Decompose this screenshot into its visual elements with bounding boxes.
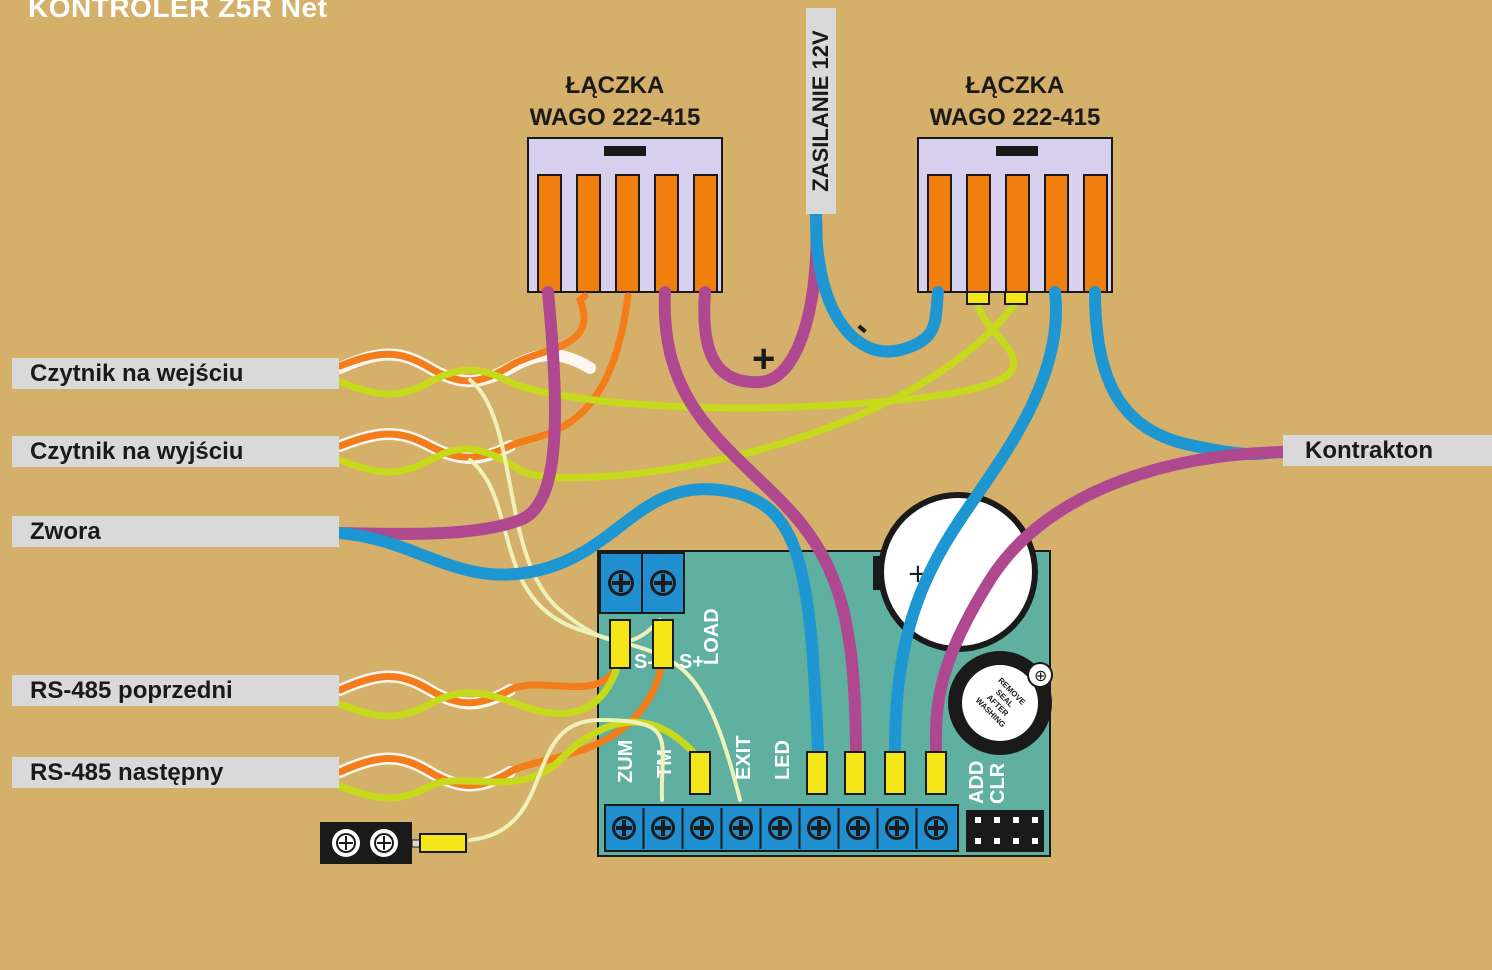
label-led: LED <box>772 740 794 780</box>
screw-icon <box>690 816 714 840</box>
screw-icon <box>650 570 676 596</box>
wago-lever <box>537 174 562 293</box>
wire-ferrule <box>884 751 906 795</box>
wago-connector-left <box>527 137 723 293</box>
wago-lever <box>966 174 991 293</box>
label-tm: TM <box>654 749 676 778</box>
wago-left-label: ŁĄCZKA WAGO 222-415 <box>495 70 735 134</box>
wire-ferrule <box>925 751 947 795</box>
wago-lever <box>693 174 718 293</box>
label-reader-exit: Czytnik na wyjściu <box>12 436 339 467</box>
yellow-pins <box>609 291 1028 795</box>
label-zum: ZUM <box>615 740 637 783</box>
wires <box>334 209 1289 842</box>
label-exit: EXIT <box>733 736 755 780</box>
screw-icon <box>651 816 675 840</box>
screw-icon <box>885 816 909 840</box>
label-reed-switch: Kontrakton <box>1283 435 1492 466</box>
label-add: ADD <box>966 761 988 804</box>
wago-left-line1: ŁĄCZKA <box>565 72 665 99</box>
wago-right-label: ŁĄCZKA WAGO 222-415 <box>895 70 1135 134</box>
label-reader-entry: Czytnik na wejściu <box>12 358 339 389</box>
wago-right-line1: ŁĄCZKA <box>965 72 1065 99</box>
wago-left-line2: WAGO 222-415 <box>529 104 701 131</box>
screw-icon <box>924 816 948 840</box>
svg-text:⊕: ⊕ <box>1034 666 1047 685</box>
buzzer-label: REMOVE SEAL AFTER WASHING <box>974 676 1028 729</box>
wago-lever <box>1083 174 1108 293</box>
wire-ferrule <box>844 751 866 795</box>
screw-icon <box>729 816 753 840</box>
label-rs485-next: RS-485 następny <box>12 757 339 788</box>
wire-ferrule <box>609 619 631 669</box>
screw-icon <box>807 816 831 840</box>
wire-ferrule <box>966 291 990 305</box>
wago-connector-right <box>917 137 1113 293</box>
screw-icon <box>768 816 792 840</box>
wire-ferrule <box>652 619 674 669</box>
plus-sign: + <box>752 337 775 381</box>
label-load: LOAD <box>701 608 723 665</box>
wago-lever <box>576 174 601 293</box>
page-title: KONTROLER Z5R Net <box>28 0 328 23</box>
wago-lever <box>615 174 640 293</box>
label-s-plus: S+ <box>679 651 704 673</box>
label-rs485-previous: RS-485 poprzedni <box>12 675 339 706</box>
wago-lever <box>927 174 952 293</box>
controller-board: + ⊕ REMOVE SEAL AFTER WASHING <box>597 492 1053 857</box>
label-clr: CLR <box>987 762 1009 804</box>
wire-ferrule <box>806 751 828 795</box>
external-terminal <box>320 822 467 864</box>
power-supply-label: ZASILANIE 12V <box>806 8 836 214</box>
screw-icon <box>846 816 870 840</box>
wire-ferrule <box>1004 291 1028 305</box>
wago-lever <box>654 174 679 293</box>
wago-lever <box>1044 174 1069 293</box>
screw-icon <box>608 570 634 596</box>
label-s-minus: S- <box>634 651 654 673</box>
wago-lever <box>1005 174 1030 293</box>
label-lock: Zwora <box>12 516 339 547</box>
screw-icon <box>612 816 636 840</box>
wago-right-line2: WAGO 222-415 <box>929 104 1101 131</box>
wire-ferrule <box>689 751 711 795</box>
power-supply-text: ZASILANIE 12V <box>808 30 833 192</box>
